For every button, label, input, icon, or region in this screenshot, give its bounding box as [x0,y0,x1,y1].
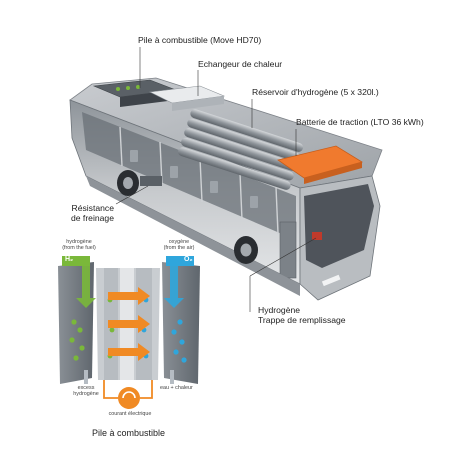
oxygen-arrow [164,266,184,308]
label-excess-hydrogen: excess hydrogène [64,385,108,398]
leader-lines [115,47,317,312]
proton-arrows [108,287,150,361]
label-hydrogen-line1: Hydrogène [258,305,301,315]
heat-exchanger [148,85,226,111]
battery-side [304,162,362,184]
label-water-heat: eau + chaleur [160,385,193,391]
interior-cutaway [82,112,296,240]
headlight [321,274,341,287]
current-load-icon [118,387,140,409]
label-brake-resistor-line2: de freinage [70,212,114,223]
label-battery: Batterie de traction (LTO 36 kWh) [296,117,424,127]
front-wheel [234,236,258,264]
label-excess-line1: excess [77,385,95,391]
label-hydrogen-inlet-line1: hydrogène [66,239,92,245]
refuel-hatch [312,232,322,240]
label-fuel-cell: Pile à combustible (Move HD70) [138,35,262,45]
label-hydrogen-refuel: Hydrogène Trappe de remplissage [258,305,346,326]
windscreen [304,184,374,268]
hydrogen-tanks [178,109,304,190]
label-h2: H₂ [65,256,74,263]
circuit-wire [103,380,153,399]
seats [130,150,258,208]
door [279,221,297,279]
label-hydrogen-tank: Réservoir d'hydrogène (5 x 320l.) [252,87,379,97]
oxygen-inlet [166,256,194,266]
hydrogen-arrow [76,266,96,308]
bus-skirt [86,176,300,296]
label-hydrogen-inlet-line2: (from the fuel) [62,244,96,251]
label-o2: O₂ [184,256,193,263]
diagram-caption: Pile à combustible [92,428,166,438]
label-oxygen-inlet-line1: oxygène [168,239,190,245]
label-current: courant électrique [108,411,152,417]
label-heat-exchanger: Echangeur de chaleur [198,59,283,69]
load-symbol [122,391,136,399]
label-brake-resistor-line1: Résistance [71,203,114,213]
label-hydrogen-inlet: hydrogène (from the fuel) [56,239,102,252]
label-oxygen-inlet: oxygène (from the air) [156,239,202,252]
rear-wheel [117,170,139,196]
label-oxygen-inlet-line2: (from the air) [163,244,195,251]
fuel-cell-schematic [58,256,200,409]
label-excess-line2: hydrogène [73,390,99,397]
brake-resistor-unit [140,176,162,186]
label-hydrogen-line2: Trappe de remplissage [258,314,346,325]
bus [69,77,383,301]
label-brake-resistor: Résistance de freinage [62,203,114,224]
hydrogen-inlet [62,256,90,266]
